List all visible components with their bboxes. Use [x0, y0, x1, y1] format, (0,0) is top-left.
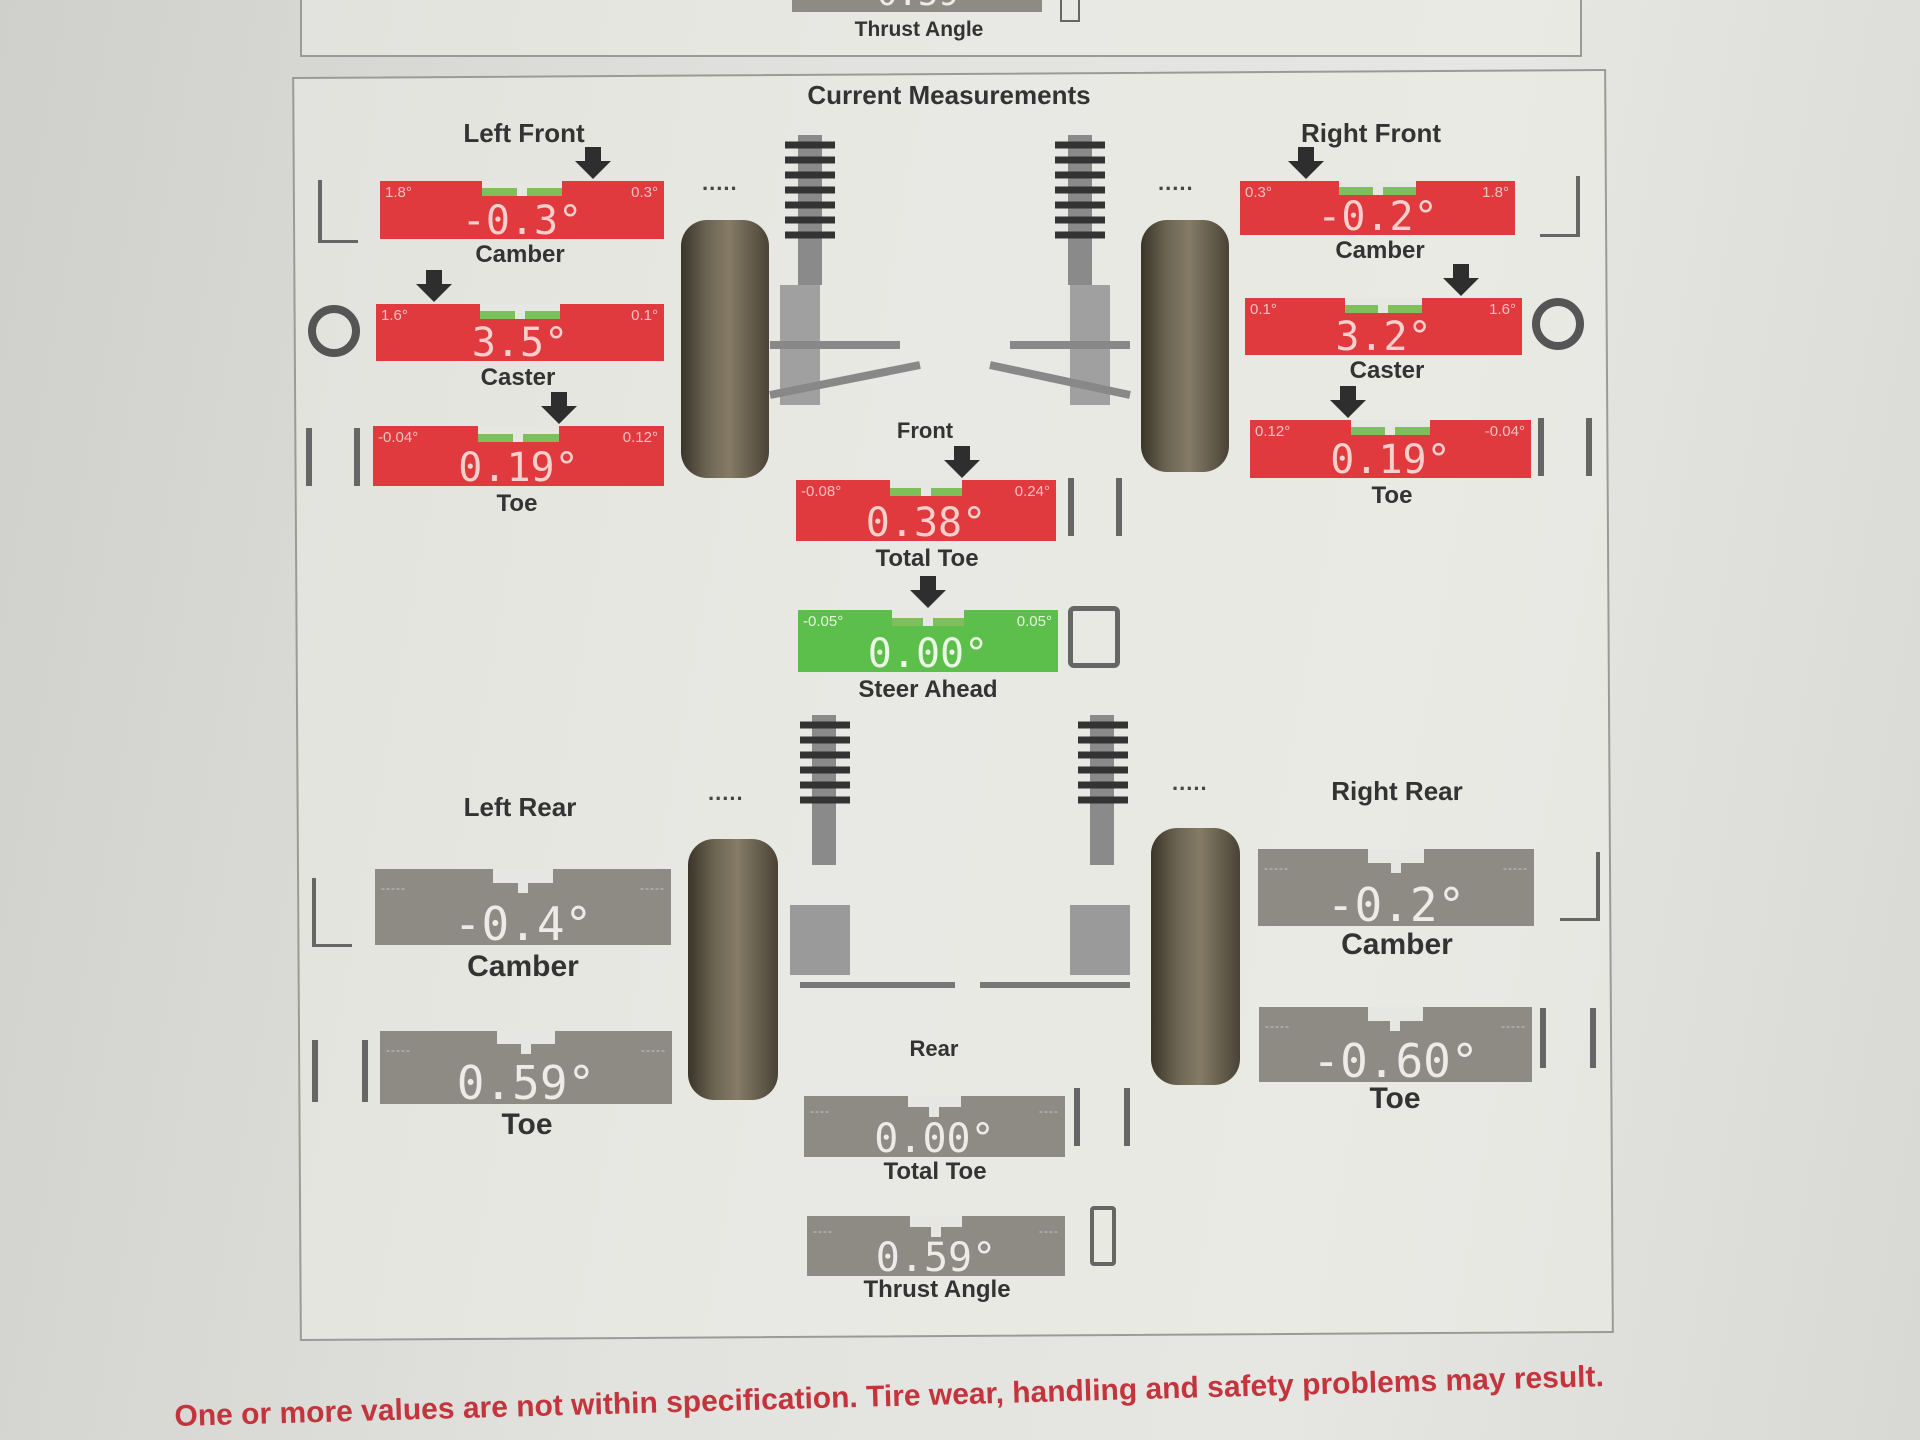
thrust-angle-label: Thrust Angle	[863, 1276, 1011, 1303]
right-front-toe-gauge: 0.12° -0.04° 0.19°	[1250, 386, 1531, 483]
measurement-value: 3.5°	[471, 320, 569, 366]
left-rear-title: Left Rear	[463, 792, 577, 822]
range-max: 0.3°	[631, 184, 658, 201]
range-max: -0.04°	[1484, 423, 1525, 440]
measurement-value: 0.59°	[456, 1056, 596, 1110]
right-front-dots: .....	[1158, 170, 1194, 195]
range-min: 0.3°	[1245, 184, 1272, 201]
left-rear-toe-label: Toe	[501, 1108, 553, 1141]
panel-title: Current Measurements	[807, 80, 1091, 110]
range-max: 0.24°	[1014, 483, 1050, 500]
left-rear-camber-label: Camber	[467, 950, 579, 983]
measurement-value: -0.3°	[461, 198, 583, 244]
caster-icon	[1532, 298, 1584, 350]
range-min: 1.6°	[381, 307, 408, 324]
right-front-camber-label: Camber	[1335, 237, 1425, 264]
front-total-toe-label: Total Toe	[875, 545, 979, 572]
right-front-toe-label: Toe	[1371, 482, 1413, 509]
measurement-value: 0.00°	[867, 631, 989, 677]
front-total-toe-gauge: -0.08° 0.24° 0.38°	[796, 446, 1056, 546]
rear-right-tire-icon	[1151, 828, 1240, 1085]
front-axle-label: Front	[896, 418, 954, 443]
thrust-angle-label-partial: Thrust Angle	[854, 18, 984, 41]
measurement-value: 3.2°	[1335, 314, 1432, 360]
camber-icon	[1540, 176, 1580, 237]
right-front-camber-gauge: 0.3° 1.8° -0.2°	[1240, 147, 1515, 240]
camber-icon	[318, 180, 358, 243]
measurement-value: -0.2°	[1326, 878, 1466, 932]
thrust-angle-gauge-partial	[792, 0, 1042, 12]
steer-ahead-icon	[1068, 606, 1120, 668]
rear-suspension-illustration	[790, 715, 1130, 988]
range-min: 0.1°	[1250, 301, 1277, 318]
front-right-strut-icon	[989, 135, 1131, 405]
steer-ahead-label: Steer Ahead	[858, 676, 998, 703]
measurement-value: 0.59°	[875, 1235, 997, 1281]
thrust-angle-icon	[1090, 1206, 1116, 1266]
left-rear-camber-gauge: ---------- -0.4°	[375, 869, 671, 951]
total-toe-icon	[1074, 1088, 1130, 1146]
measurement-value: 0.19°	[458, 445, 579, 491]
left-front-dots: .....	[702, 170, 738, 195]
rear-left-tire-icon	[688, 839, 778, 1100]
thrust-angle-gauge: -------- 0.59°	[807, 1216, 1065, 1281]
measurement-value: -0.2°	[1317, 194, 1438, 240]
range-min: 1.8°	[385, 184, 412, 201]
range-max: 1.6°	[1489, 301, 1516, 318]
left-rear-toe-gauge: ---------- 0.59°	[380, 1031, 672, 1110]
thrust-angle-icon	[1060, 0, 1080, 22]
rear-right-strut-icon	[980, 715, 1130, 988]
measurement-value: 0.00°	[874, 1116, 995, 1162]
left-rear-dots: .....	[708, 780, 744, 805]
total-toe-icon	[1068, 478, 1122, 536]
right-rear-camber-label: Camber	[1341, 928, 1453, 961]
front-left-strut-icon	[769, 135, 921, 405]
front-right-tire-icon	[1141, 220, 1229, 472]
rear-left-strut-icon	[790, 715, 955, 988]
toe-icon	[312, 1040, 368, 1102]
left-front-toe-gauge: -0.04° 0.12° 0.19°	[373, 392, 664, 491]
right-rear-toe-gauge: ---------- -0.60°	[1259, 1007, 1532, 1088]
left-front-title: Left Front	[463, 118, 585, 148]
right-front-title: Right Front	[1300, 118, 1442, 148]
previous-section-panel: 0.59° Thrust Angle	[300, 0, 1582, 57]
right-rear-dots: .....	[1172, 770, 1208, 795]
measurement-value: 0.19°	[1330, 437, 1451, 483]
range-max: 1.8°	[1482, 184, 1509, 201]
left-front-caster-gauge: 1.6° 0.1° 3.5°	[376, 270, 664, 366]
range-max: 0.1°	[631, 307, 658, 324]
range-min: -0.08°	[801, 483, 842, 500]
toe-icon	[1538, 418, 1592, 476]
range-min: -0.04°	[378, 429, 419, 446]
range-max: 0.05°	[1016, 613, 1052, 630]
left-front-toe-label: Toe	[496, 490, 538, 517]
front-suspension-illustration	[769, 135, 1131, 405]
rear-total-toe-gauge: -------- 0.00°	[804, 1096, 1065, 1162]
front-left-tire-icon	[681, 220, 769, 478]
rear-axle-label: Rear	[909, 1036, 959, 1061]
toe-icon	[1540, 1008, 1596, 1068]
steer-ahead-gauge: -0.05° 0.05° 0.00°	[798, 576, 1058, 677]
caster-icon	[308, 305, 360, 357]
measurement-value: -0.4°	[453, 897, 593, 951]
out-of-spec-warning: One or more values are not within specif…	[174, 1360, 1605, 1434]
range-min: 0.12°	[1255, 423, 1291, 440]
right-rear-toe-label: Toe	[1369, 1082, 1421, 1115]
right-front-caster-label: Caster	[1349, 357, 1425, 384]
camber-icon	[312, 878, 352, 947]
left-front-camber-label: Camber	[475, 241, 565, 268]
left-front-camber-gauge: 1.8° 0.3° -0.3°	[380, 147, 664, 244]
range-max: 0.12°	[622, 429, 658, 446]
rear-total-toe-label: Total Toe	[883, 1158, 987, 1185]
toe-icon	[306, 428, 360, 486]
measurement-value: 0.38°	[865, 500, 987, 546]
thrust-angle-value-partial: 0.59°	[877, 0, 979, 14]
range-min: -0.05°	[803, 613, 844, 630]
right-rear-title: Right Rear	[1331, 776, 1463, 806]
right-rear-camber-gauge: ---------- -0.2°	[1258, 849, 1534, 932]
left-front-caster-label: Caster	[480, 364, 556, 391]
measurement-value: -0.60°	[1312, 1034, 1479, 1088]
right-front-caster-gauge: 0.1° 1.6° 3.2°	[1245, 264, 1522, 360]
camber-icon	[1560, 852, 1600, 921]
